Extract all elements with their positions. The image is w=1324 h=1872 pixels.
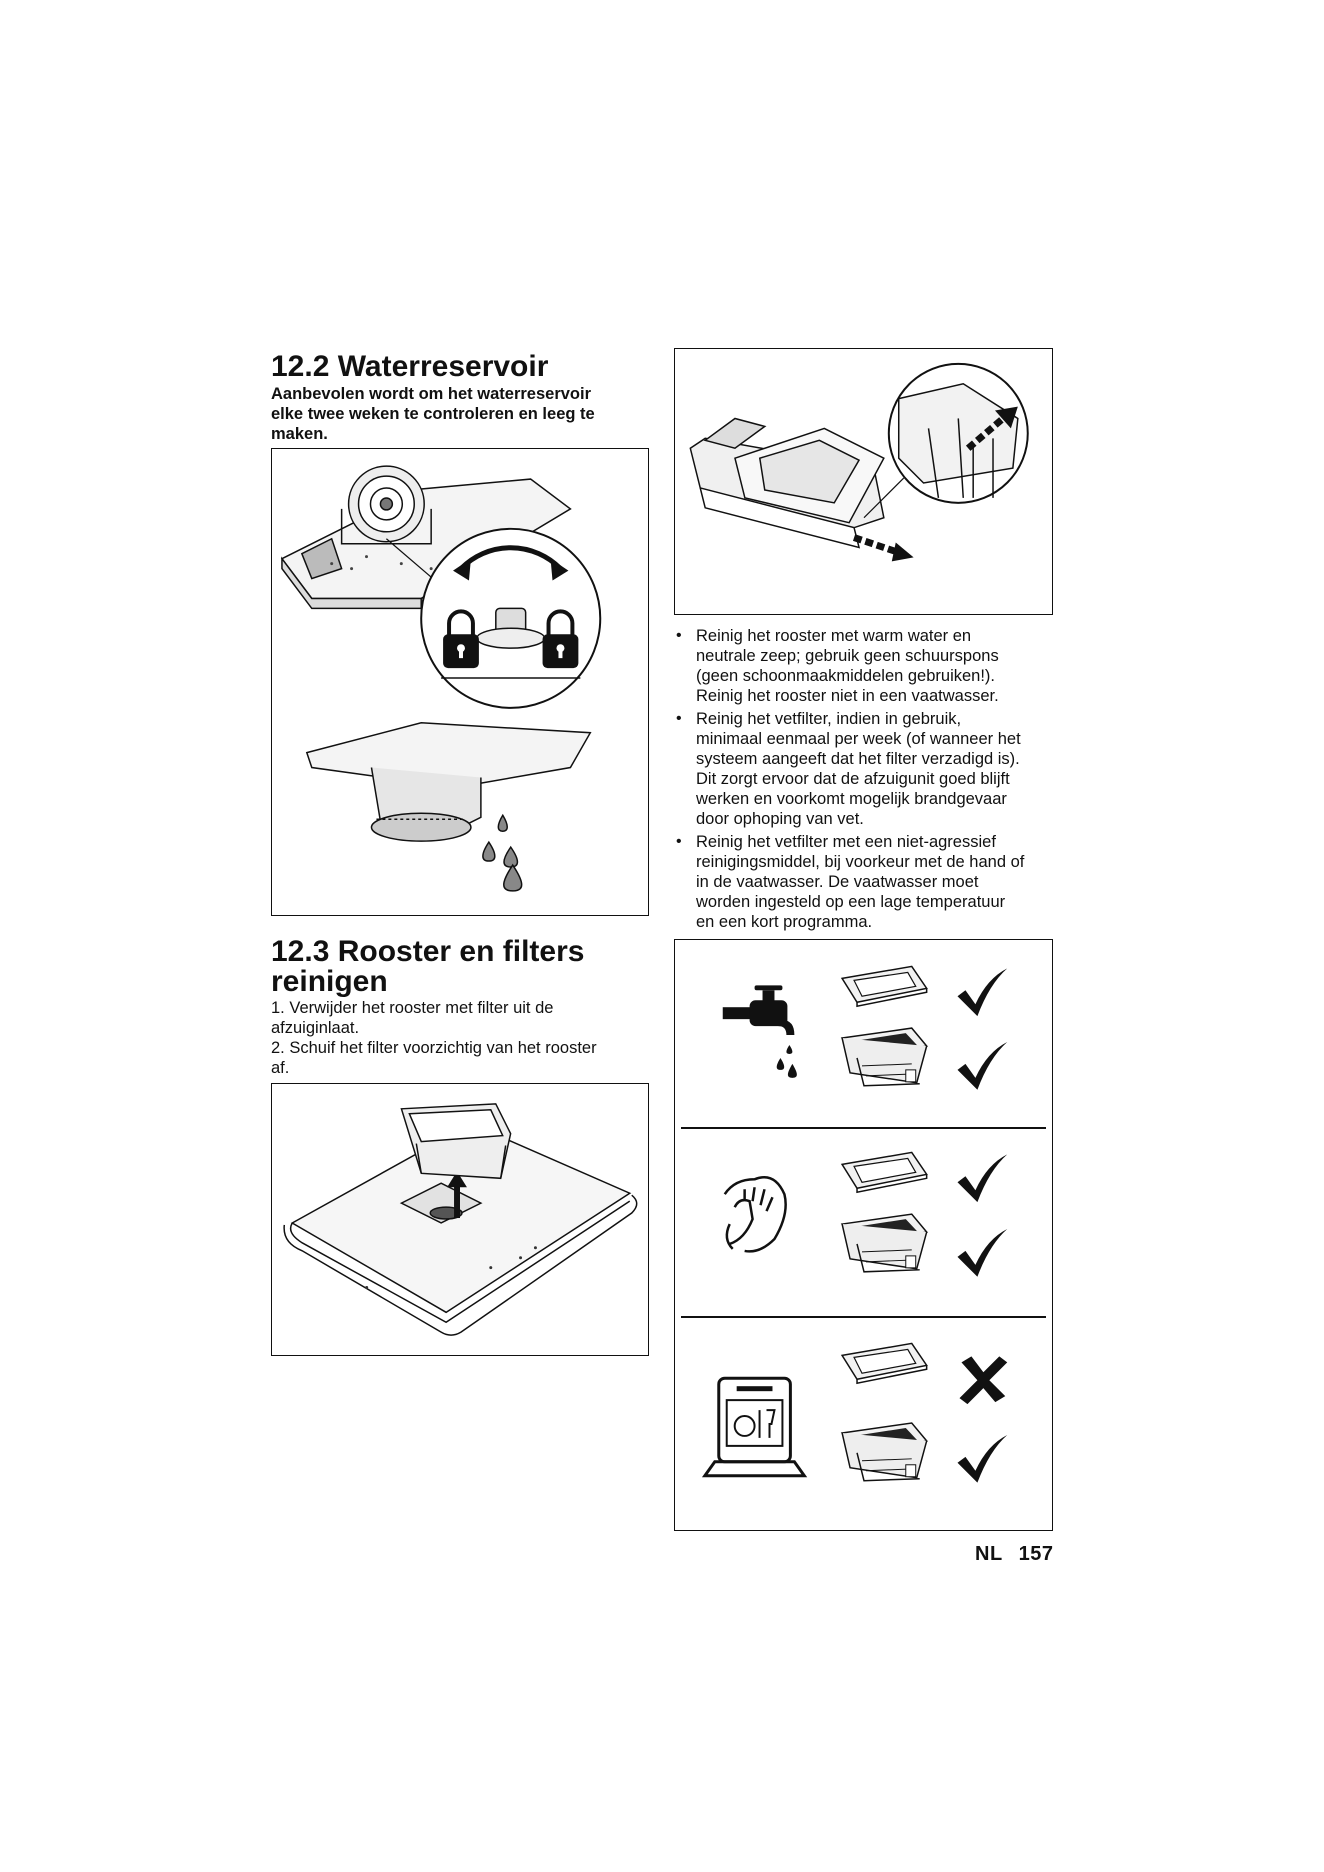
grease-filter-icon	[841, 1213, 928, 1273]
lock-open-icon	[542, 609, 579, 669]
grille-removal-illustration	[283, 1103, 638, 1336]
arrow-up-icon	[447, 1171, 467, 1219]
intro-line: maken.	[271, 425, 328, 443]
bullet-line: worden ingesteld op een lage temperatuur	[696, 893, 1006, 911]
cross-icon	[959, 1356, 1008, 1405]
check-icon	[957, 1042, 1008, 1090]
table-row-divider	[681, 1316, 1046, 1318]
cleaning-row-handwash	[723, 1151, 1008, 1277]
grille-icon	[841, 1151, 928, 1193]
rooster-steps: 1. Verwijder het rooster met filter uit …	[271, 998, 656, 1078]
cleaning-instructions: Reinig het rooster met warm water en neu…	[674, 626, 1069, 935]
check-icon	[957, 1229, 1008, 1277]
water-tap-icon	[722, 985, 797, 1078]
step-line: afzuiginlaat.	[271, 1019, 360, 1037]
grille-icon	[841, 1342, 928, 1384]
check-icon	[957, 1154, 1008, 1203]
bullet-line: Dit zorgt ervoor dat de afzuigunit goed …	[696, 770, 1010, 788]
lock-closed-icon	[443, 609, 479, 669]
heading-waterreservoir: 12.2 Waterreservoir	[271, 350, 549, 383]
step-line: 2. Schuif het filter voorzichtig van het…	[271, 1039, 597, 1057]
bullet-line: Reinig het vetfilter, indien in gebruik,	[696, 710, 962, 728]
page-number: 157	[1018, 1543, 1054, 1565]
step-item: 2. Schuif het filter voorzichtig van het…	[271, 1038, 656, 1078]
water-reservoir-illustration	[280, 465, 602, 892]
dishwasher-icon	[701, 1376, 808, 1478]
grille-icon	[841, 965, 928, 1007]
figure-cleaning-methods	[674, 939, 1053, 1531]
check-icon	[957, 1434, 1008, 1483]
filter-slide-illustration	[689, 362, 1029, 562]
figure-grille-removal	[271, 1083, 649, 1356]
bullet-line: werken en voorkomt mogelijk brandgevaar	[696, 790, 1007, 808]
language-code: NL	[975, 1543, 1003, 1565]
bullet-line: systeem aangeeft dat het filter verzadig…	[696, 750, 1020, 768]
bullet-line: reinigingsmiddel, bij voorkeur met de ha…	[696, 853, 1025, 871]
figure-filter-slide	[674, 348, 1053, 615]
bullet-line: door ophoping van vet.	[696, 810, 864, 828]
water-drops-icon	[482, 813, 523, 892]
step-item: 1. Verwijder het rooster met filter uit …	[271, 998, 656, 1038]
intro-line: elke twee weken te controleren en leeg t…	[271, 405, 595, 423]
step-line: 1. Verwijder het rooster met filter uit …	[271, 999, 554, 1017]
bullet-line: Reinig het vetfilter met een niet-agress…	[696, 833, 996, 851]
bullet-line: Reinig het rooster met warm water en	[696, 627, 972, 645]
bullet-line: minimaal eenmaal per week (of wanneer he…	[696, 730, 1021, 748]
bullet-line: Reinig het rooster niet in een vaatwasse…	[696, 687, 999, 705]
figure-water-reservoir	[271, 448, 649, 916]
cleaning-methods-table	[701, 965, 1008, 1483]
bullet-line: (geen schoonmaakmiddelen gebruiken!).	[696, 667, 996, 685]
cleaning-row-dishwasher	[701, 1342, 1008, 1483]
page-footer: NL 157	[975, 1543, 1054, 1566]
bullet-item: Reinig het vetfilter met een niet-agress…	[674, 832, 1069, 932]
arrow-pull-icon	[965, 406, 1018, 451]
heading-rooster-filters-line2: reinigen	[271, 965, 388, 998]
bullet-line: neutrale zeep; gebruik geen schuurspons	[696, 647, 999, 665]
grease-filter-icon	[841, 1422, 928, 1482]
hand-cloth-icon	[723, 1176, 787, 1253]
bullet-item: Reinig het vetfilter, indien in gebruik,…	[674, 709, 1069, 829]
step-line: af.	[271, 1059, 290, 1077]
table-row-divider	[681, 1127, 1046, 1129]
cleaning-row-water	[722, 965, 1008, 1090]
arrow-out-icon	[852, 534, 914, 562]
bullet-item: Reinig het rooster met warm water en neu…	[674, 626, 1069, 706]
heading-rooster-filters-line1: 12.3 Rooster en filters	[271, 935, 585, 968]
bullet-line: in de vaatwasser. De vaatwasser moet	[696, 873, 979, 891]
check-icon	[957, 968, 1008, 1017]
intro-line: Aanbevolen wordt om het waterreservoir	[271, 385, 592, 403]
bullet-line: en een kort programma.	[696, 913, 873, 931]
grease-filter-icon	[841, 1027, 928, 1087]
waterreservoir-intro: Aanbevolen wordt om het waterreservoir e…	[271, 384, 651, 444]
